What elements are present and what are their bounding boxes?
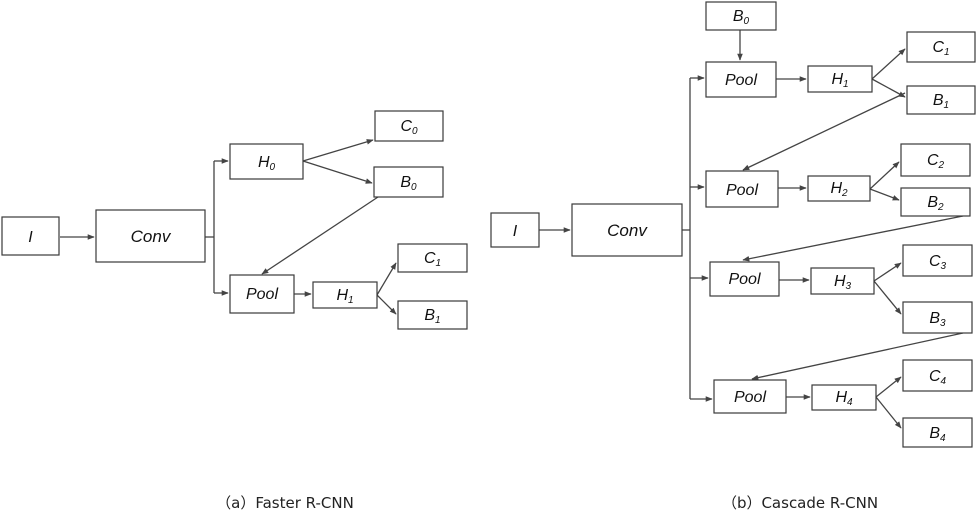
arrow-h1-to-b1: [376, 294, 397, 315]
arrow-h3-to-c3: [873, 262, 902, 282]
arrow-b1-to-pool2: [742, 92, 906, 171]
conv-label: Conv: [131, 227, 172, 246]
c4-label: C4: [929, 368, 947, 387]
input-label-b: I: [513, 223, 518, 240]
h1-label: H1: [336, 287, 353, 306]
caption-cascade-rcnn: （b）Cascade R-CNN: [722, 494, 878, 512]
cascade-rcnn-connectors: [539, 30, 964, 429]
pool1-node: Pool: [705, 61, 777, 98]
arrow-h2-to-c2: [869, 161, 900, 190]
arrow-h3-to-b3: [873, 280, 902, 315]
b4-label: B4: [929, 425, 946, 444]
b0-node: B0: [373, 166, 444, 198]
h1-node: H1: [312, 281, 378, 309]
h1-node-b: H1: [807, 65, 873, 93]
c1-label-b: C1: [932, 39, 949, 58]
pool2-node: Pool: [705, 170, 779, 208]
pool4-node: Pool: [713, 379, 787, 414]
cascade-rcnn-diagram: I Conv B0 Pool H1 C1 B1 Poo: [490, 1, 976, 512]
b2-node: B2: [900, 187, 971, 217]
h2-node: H2: [807, 175, 871, 202]
b0-label-b: B0: [733, 8, 750, 27]
pool-node: Pool: [229, 274, 295, 314]
c2-label: C2: [927, 152, 945, 171]
pool-label: Pool: [246, 286, 278, 303]
b1-node-b: B1: [906, 85, 976, 115]
c0-label: C0: [400, 118, 418, 137]
h0-label: H0: [258, 154, 276, 173]
b1-label-b: B1: [933, 92, 949, 111]
caption-faster-rcnn: （a）Faster R-CNN: [216, 494, 354, 512]
c1-node-b: C1: [906, 31, 976, 63]
b4-node: B4: [902, 417, 973, 448]
c3-node: C3: [902, 244, 973, 277]
arrow-h2-to-b2: [869, 188, 900, 201]
arrow-h4-to-c4: [875, 376, 902, 398]
arrow-h0-to-c0: [302, 139, 374, 162]
b1-label: B1: [424, 307, 440, 326]
b0-label: B0: [400, 174, 417, 193]
pool3-node: Pool: [709, 261, 780, 297]
b1-node: B1: [397, 300, 468, 330]
h0-node: H0: [229, 143, 304, 180]
c0-node: C0: [374, 110, 444, 142]
c3-label: C3: [929, 253, 947, 272]
b0-node-b: B0: [705, 1, 777, 31]
pool2-label: Pool: [726, 182, 758, 199]
h4-label: H4: [835, 389, 853, 408]
b3-label: B3: [929, 310, 946, 329]
input-node-b: I: [490, 212, 540, 248]
pool3-label: Pool: [728, 271, 760, 288]
input-node: I: [1, 216, 60, 256]
arrow-h1-to-c1: [376, 262, 397, 296]
conv-label-b: Conv: [607, 221, 648, 240]
arrow-h1-to-c1-b: [871, 48, 906, 80]
b2-label: B2: [927, 194, 944, 213]
arrow-b3-to-pool4: [751, 332, 964, 381]
faster-rcnn-diagram: I Conv H0 C0 B0 Pool H1 C1: [1, 110, 468, 512]
c1-node: C1: [397, 243, 468, 273]
input-label: I: [28, 229, 33, 246]
b3-node: B3: [902, 301, 973, 334]
arrow-h1-to-b1-b: [871, 78, 906, 98]
arrow-h0-to-b0: [302, 160, 373, 184]
conv-node: Conv: [95, 209, 206, 263]
h1-label-b: H1: [831, 71, 848, 90]
pool4-label: Pool: [734, 389, 766, 406]
h3-node: H3: [810, 267, 875, 295]
h2-label: H2: [830, 180, 848, 199]
conv-node-b: Conv: [571, 203, 683, 257]
c1-label: C1: [424, 250, 441, 269]
c2-node: C2: [900, 143, 971, 177]
c4-node: C4: [902, 359, 973, 392]
h3-label: H3: [834, 273, 852, 292]
arrow-b2-to-pool3: [742, 215, 964, 262]
faster-rcnn-connectors: [60, 139, 397, 315]
pool1-label: Pool: [725, 72, 757, 89]
arrow-h4-to-b4: [875, 396, 902, 429]
arrow-b0-to-pool: [261, 196, 379, 275]
h4-node: H4: [811, 384, 877, 411]
